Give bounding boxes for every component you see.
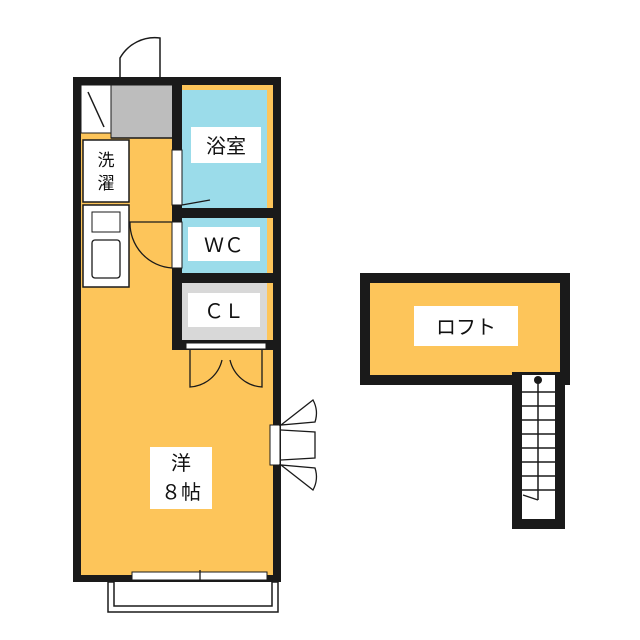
ladder-top-dot [534, 376, 542, 384]
bath-door [171, 149, 183, 206]
laundry-label-box [88, 145, 124, 197]
loft-unit: ロフト [360, 273, 570, 529]
ladder-arrow [522, 494, 539, 501]
wc-label-box [188, 227, 260, 261]
side-window-panes [278, 399, 317, 491]
wc-door-swing [129, 221, 173, 269]
bath-wc-wall [182, 208, 273, 218]
western-label-line1: 洋 [171, 451, 191, 475]
laundry-label-line1: 洗 [98, 151, 115, 171]
wc-label: ＷＣ [204, 233, 244, 257]
laundry-label-line2: 濯 [98, 174, 115, 194]
wc-cl-wall [182, 273, 273, 283]
side-window [269, 424, 281, 466]
balcony [107, 581, 279, 613]
ladder-rungs [522, 380, 555, 500]
loft-label-box [414, 306, 518, 346]
wet-rooms-wall [172, 85, 182, 350]
genkan [110, 84, 174, 139]
entry-mark [87, 91, 105, 128]
bath-door-swing [181, 199, 211, 206]
closet-label-box [188, 293, 260, 327]
bath-label: 浴室 [206, 134, 246, 158]
entrance-door [119, 36, 161, 77]
wc-door [171, 221, 183, 269]
kitchen-burner [91, 211, 121, 233]
closet-label: ＣＬ [204, 299, 244, 323]
kitchen-sink [91, 239, 121, 279]
bath-label-box [191, 127, 261, 163]
closet-door-frame [185, 342, 267, 350]
main-unit: 洗 濯 浴室 ＷＣ ＣＬ [73, 36, 317, 613]
loft-label: ロフト [436, 315, 496, 339]
western-label-box [150, 447, 212, 509]
closet-door-swing [189, 349, 263, 388]
entry-strip [80, 84, 112, 134]
western-label-line2: ８帖 [161, 480, 201, 504]
